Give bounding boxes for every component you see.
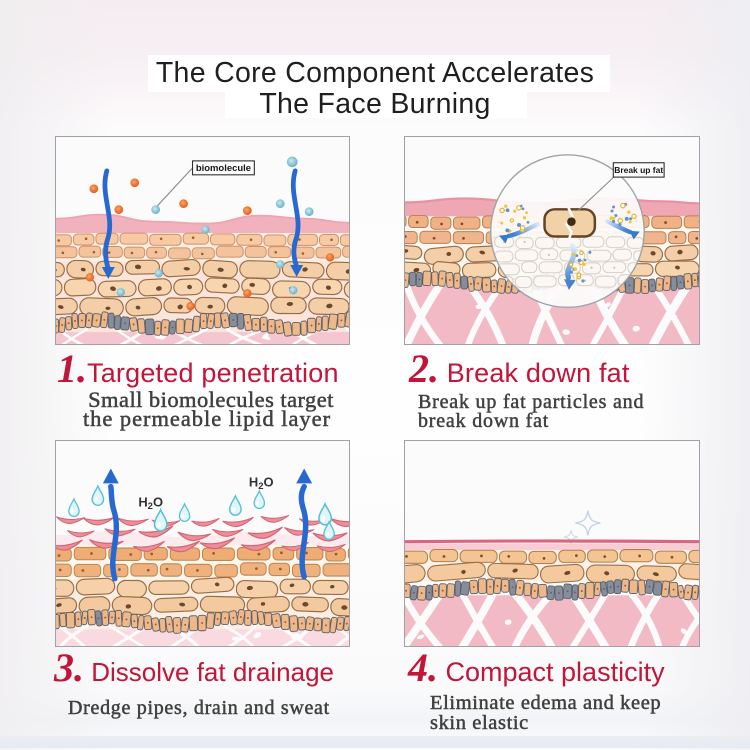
svg-text:H2O: H2O	[249, 475, 274, 491]
svg-text:Break up fat: Break up fat	[614, 165, 663, 175]
svg-text:biomolecule: biomolecule	[196, 163, 251, 174]
svg-text:H2O: H2O	[138, 494, 163, 510]
